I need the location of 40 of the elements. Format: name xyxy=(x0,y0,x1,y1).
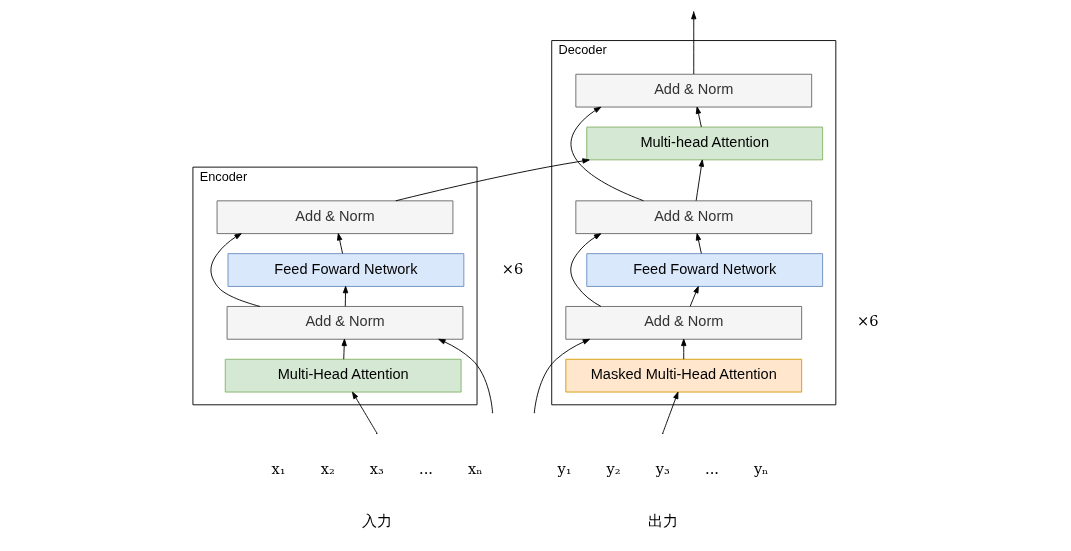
node-box: Add & Norm xyxy=(564,306,802,340)
arrow xyxy=(336,233,343,254)
label: y₁ xyxy=(556,459,571,477)
label: x₃ xyxy=(369,459,384,477)
arrow xyxy=(394,158,590,202)
node-box: Multi-Head Attention xyxy=(224,358,462,393)
node-box: Feed Foward Network xyxy=(227,253,464,287)
label: ×6 xyxy=(856,312,878,330)
label: x₁ xyxy=(271,459,286,477)
node-box: Multi-head Attention xyxy=(585,126,823,161)
arrow xyxy=(695,233,702,254)
arrow xyxy=(341,338,347,360)
label: ... xyxy=(704,459,719,477)
arrow xyxy=(437,338,493,413)
label: 入力 xyxy=(361,512,392,530)
node-box: Add & Norm xyxy=(574,73,812,108)
arrow xyxy=(690,12,696,75)
arrow xyxy=(661,391,678,434)
label: ×6 xyxy=(501,259,523,277)
arrow xyxy=(695,159,704,202)
arrow xyxy=(689,285,699,307)
node-box: Add & Norm xyxy=(574,200,812,235)
label: yₙ xyxy=(753,459,768,477)
label: x₂ xyxy=(320,459,335,477)
arrow xyxy=(570,106,644,202)
arrow xyxy=(342,285,348,307)
label: y₃ xyxy=(655,459,670,477)
label: ... xyxy=(418,459,433,477)
node-box: Add & Norm xyxy=(226,306,463,340)
arrow xyxy=(533,338,590,413)
label: y₂ xyxy=(606,459,621,477)
node-box: Feed Foward Network xyxy=(585,253,823,287)
node-box: Masked Multi-Head Attention xyxy=(564,358,802,393)
node-box: Add & Norm xyxy=(216,200,453,235)
label: 出力 xyxy=(647,512,678,530)
arrow xyxy=(210,233,260,307)
arrow xyxy=(680,338,686,360)
arrow xyxy=(695,106,702,128)
arrow xyxy=(351,391,377,434)
label: xₙ xyxy=(467,459,482,477)
